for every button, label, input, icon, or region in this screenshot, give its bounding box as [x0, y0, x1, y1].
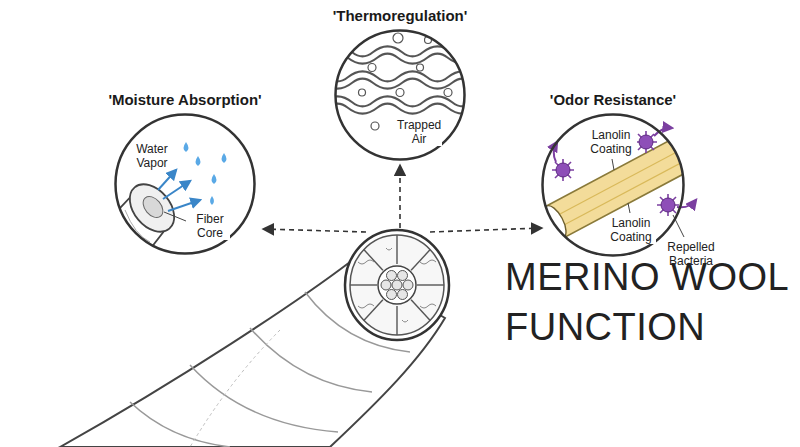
repel-arrows: [554, 128, 696, 207]
wool-fiber: [60, 230, 449, 447]
pointer-arrows: [264, 166, 541, 232]
circle-heading: 'Odor Resistance': [550, 91, 676, 109]
moisture-detail: [90, 142, 227, 275]
detail-circle: 'Odor Resistance'Lanolin CoatingLanolin …: [541, 113, 685, 257]
part-label: Fiber Core: [190, 212, 230, 240]
detail-circle: 'Thermoregulation'Trapped Air: [334, 29, 466, 161]
part-label: Trapped Air: [396, 118, 442, 146]
part-label: Water Vapor: [132, 142, 172, 170]
circle-heading: 'Moisture Absorption': [108, 91, 261, 109]
diagram-title: MERINO WOOL FUNCTION: [505, 252, 800, 352]
part-label: Lanolin Coating: [585, 128, 637, 156]
thermo-detail: [325, 33, 475, 130]
part-label: Lanolin Coating: [606, 216, 656, 244]
detail-circle: 'Moisture Absorption'Water VaporFiber Co…: [114, 113, 256, 255]
circle-heading: 'Thermoregulation': [333, 7, 468, 25]
circle-outline: [114, 113, 256, 255]
